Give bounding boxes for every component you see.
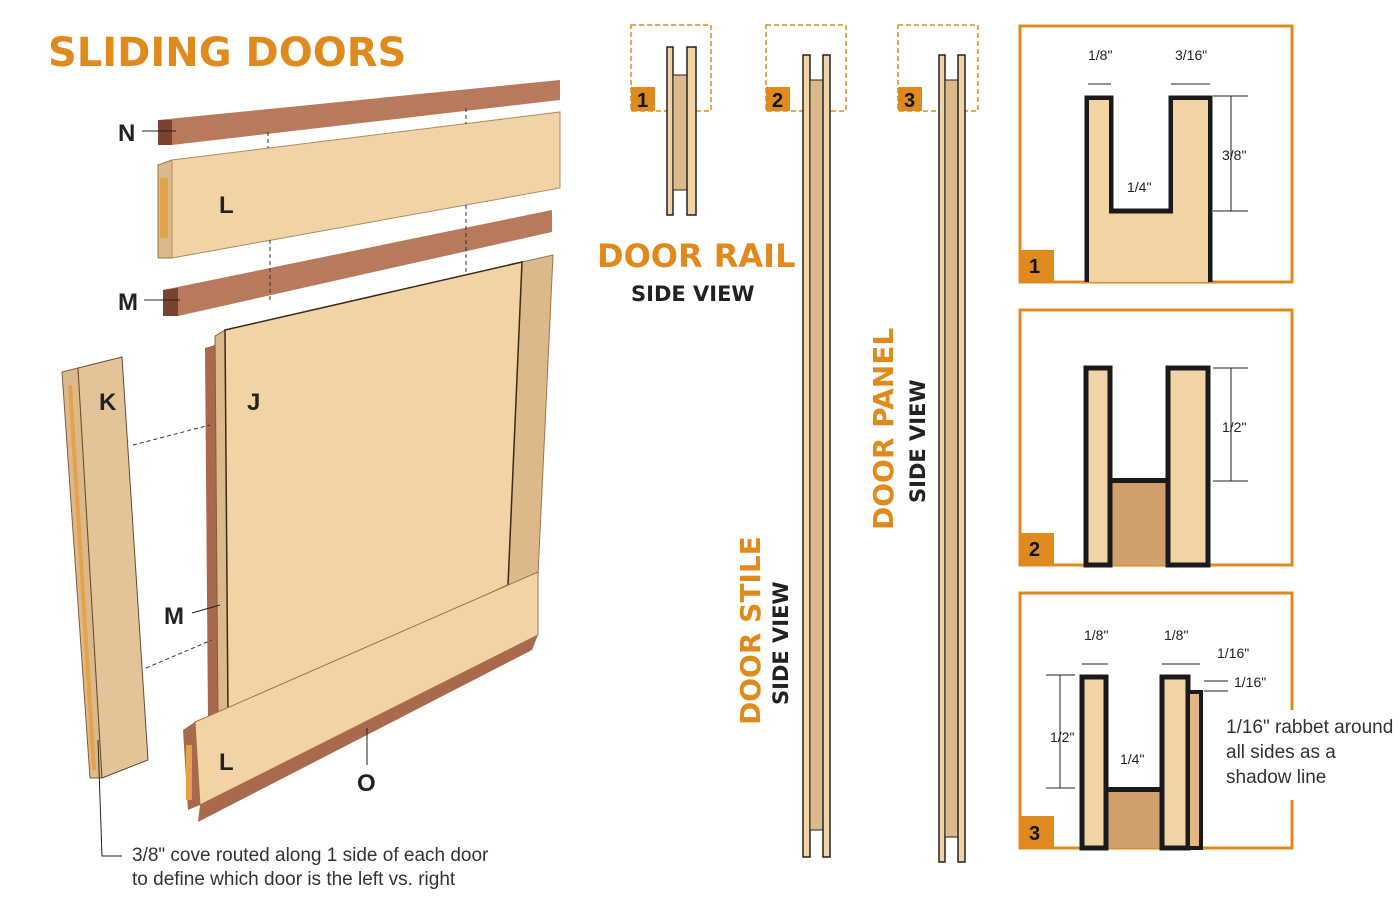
- d1-gap: 1/4": [1127, 179, 1151, 195]
- door-rail-side-view: 1 DOOR RAIL SIDE VIEW: [597, 24, 795, 306]
- door-stile-subtitle: SIDE VIEW: [769, 581, 793, 705]
- d3-depth: 1/2": [1050, 729, 1074, 745]
- door-panel-side-view: 3 DOOR PANEL SIDE VIEW: [867, 24, 979, 863]
- d3-badge: 3: [1029, 823, 1040, 845]
- d3-note-line-1: 1/16" rabbet around: [1226, 717, 1393, 738]
- d1-left-width: 1/8": [1088, 47, 1112, 63]
- d3-gap: 1/4": [1120, 751, 1144, 767]
- door-panel-title: DOOR PANEL: [867, 328, 900, 530]
- d3-right-width: 1/8": [1164, 627, 1188, 643]
- label-m-side: M: [164, 603, 184, 630]
- detail-2: 1/2" 2: [1018, 308, 1294, 568]
- detail-3: 1/8" 1/8" 1/16" 1/16" 1/2" 1/4" 1/16" ra…: [1018, 591, 1393, 851]
- badge-stile: 2: [772, 90, 783, 112]
- label-l-bottom: L: [219, 749, 234, 776]
- diagram-title: SLIDING DOORS: [48, 30, 406, 76]
- d3-rabbet-width: 1/16": [1217, 645, 1249, 661]
- d1-depth: 3/8": [1222, 147, 1246, 163]
- d1-badge: 1: [1029, 256, 1040, 278]
- stile-k: [77, 356, 149, 779]
- rail-m: [163, 210, 552, 316]
- badge-panel: 3: [904, 90, 915, 112]
- door-rail-title: DOOR RAIL: [597, 237, 795, 275]
- rail-n: [158, 80, 560, 145]
- door-panel-subtitle: SIDE VIEW: [906, 379, 930, 503]
- rail-l-top: [171, 111, 561, 259]
- d1-right-width: 3/16": [1175, 47, 1207, 63]
- d2-depth: 1/2": [1222, 419, 1246, 435]
- d3-note-line-3: shadow line: [1226, 767, 1326, 788]
- label-m-top: M: [118, 289, 138, 316]
- label-k: K: [99, 389, 117, 416]
- detail-1: 1/8" 3/16" 3/8" 1/4" 1: [1018, 24, 1294, 284]
- d3-rabbet-height: 1/16": [1234, 674, 1266, 690]
- door-rail-subtitle: SIDE VIEW: [631, 282, 755, 306]
- door-stile-side-view: 2 DOOR STILE SIDE VIEW: [734, 24, 847, 858]
- rail-o: [198, 635, 538, 822]
- exploded-door: N L M K J M L O 3/8" cove routed along 1…: [61, 80, 561, 890]
- label-l-top: L: [219, 192, 234, 219]
- d3-left-width: 1/8": [1084, 627, 1108, 643]
- badge-rail: 1: [637, 90, 648, 112]
- caption-line-2: to define which door is the left vs. rig…: [132, 869, 456, 890]
- door-stile-title: DOOR STILE: [734, 536, 767, 725]
- label-n: N: [118, 120, 135, 147]
- label-o: O: [357, 770, 376, 797]
- caption-line-1: 3/8" cove routed along 1 side of each do…: [132, 845, 489, 866]
- d2-badge: 2: [1029, 539, 1040, 561]
- label-j: J: [247, 389, 260, 416]
- d3-note-line-2: all sides as a: [1226, 742, 1336, 763]
